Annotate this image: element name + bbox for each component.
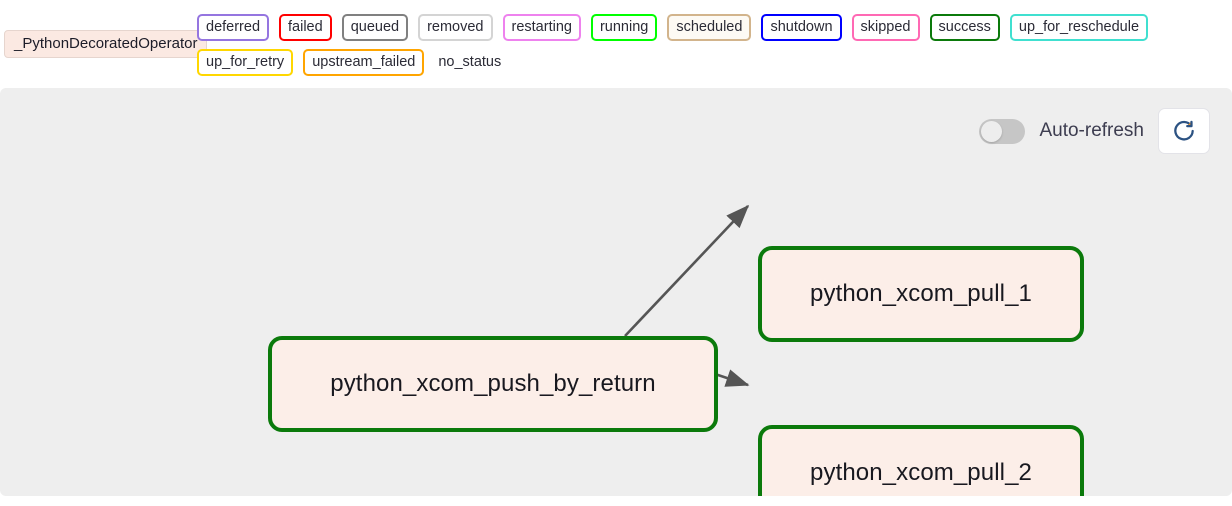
- task-node-python-xcom-pull-2[interactable]: python_xcom_pull_2: [758, 425, 1084, 496]
- legend-badge-running[interactable]: running: [590, 14, 658, 41]
- operator-type-badge: _PythonDecoratedOperator: [4, 30, 208, 58]
- legend-badge-failed[interactable]: failed: [279, 14, 332, 41]
- edge-push-to-pull-1: [624, 204, 750, 337]
- legend-badge-deferred[interactable]: deferred: [197, 14, 270, 41]
- legend-badge-queued[interactable]: queued: [341, 14, 409, 41]
- auto-refresh-toggle[interactable]: [979, 118, 1026, 144]
- refresh-icon: [1174, 120, 1194, 141]
- legend-badge-up-for-retry[interactable]: up_for_retry: [197, 49, 294, 76]
- legend-badge-upstream-failed[interactable]: upstream_failed: [303, 49, 425, 76]
- auto-refresh-toggle-knob: [981, 120, 1003, 142]
- legend-badge-removed[interactable]: removed: [418, 14, 493, 41]
- graph-controls: Auto-refresh: [979, 108, 1210, 154]
- graph-canvas[interactable]: Auto-refresh python_xcom_push_by_return …: [0, 88, 1232, 496]
- legend-badge-skipped[interactable]: skipped: [851, 14, 920, 41]
- legend-badge-shutdown[interactable]: shutdown: [761, 14, 842, 41]
- task-node-python-xcom-pull-1[interactable]: python_xcom_pull_1: [758, 246, 1084, 342]
- legend-badge-no-status[interactable]: no_status: [438, 54, 502, 70]
- legend-badge-scheduled[interactable]: scheduled: [667, 14, 752, 41]
- auto-refresh-label: Auto-refresh: [1039, 120, 1144, 141]
- refresh-button[interactable]: [1158, 108, 1210, 154]
- task-node-label: python_xcom_push_by_return: [330, 370, 656, 397]
- legend-badge-success[interactable]: success: [929, 14, 1000, 41]
- legend-badge-up-for-reschedule[interactable]: up_for_reschedule: [1009, 14, 1149, 41]
- task-node-label: python_xcom_pull_1: [810, 280, 1032, 307]
- task-state-legend: deferred failed queued removed restarting run…: [197, 14, 1229, 76]
- legend-badge-restarting[interactable]: restarting: [502, 14, 581, 41]
- task-node-label: python_xcom_pull_2: [810, 459, 1032, 486]
- task-node-python-xcom-push-by-return[interactable]: python_xcom_push_by_return: [268, 336, 718, 432]
